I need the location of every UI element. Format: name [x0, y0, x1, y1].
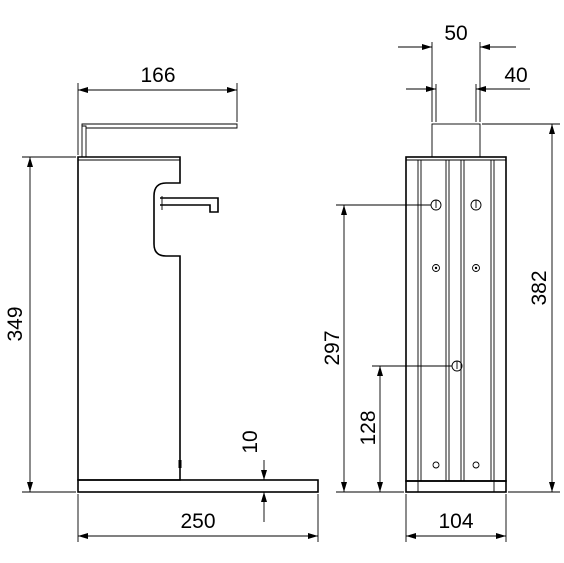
dim-label-bracket-inner: 40: [504, 64, 527, 87]
base-plate: [77, 479, 319, 493]
dim-label-column-width: 104: [438, 510, 473, 533]
keyhole-mount-lower: [451, 360, 463, 372]
keyhole-mount-right: [470, 199, 482, 211]
back-view: 50 40 382 297 128 104: [321, 22, 560, 542]
nozzle: [160, 197, 219, 213]
screw: [432, 461, 440, 469]
dim-label-upper-mount: 297: [321, 330, 344, 365]
column-panel: [417, 159, 495, 482]
dim-label-lower-mount: 128: [357, 410, 380, 445]
dispenser-body: [77, 156, 181, 481]
dim-label-side-height: 349: [4, 306, 27, 341]
dim-label-total-height: 382: [528, 270, 551, 305]
screw: [472, 264, 480, 272]
dim-label-bracket-width: 50: [444, 22, 467, 45]
top-bracket: [431, 123, 481, 158]
column-base: [405, 480, 507, 493]
screw-center: [474, 266, 478, 270]
dim-label-top-width: 166: [140, 64, 175, 87]
screw-center: [434, 266, 438, 270]
lever-post: [81, 125, 87, 157]
lever-arm: [81, 123, 238, 129]
keyhole-mount-left: [430, 199, 442, 211]
screw: [432, 264, 440, 272]
screw: [472, 461, 480, 469]
dim-label-base-width: 250: [180, 510, 215, 533]
side-view: 166 349 10 250: [4, 64, 319, 542]
dim-label-base-thickness: 10: [239, 430, 262, 453]
